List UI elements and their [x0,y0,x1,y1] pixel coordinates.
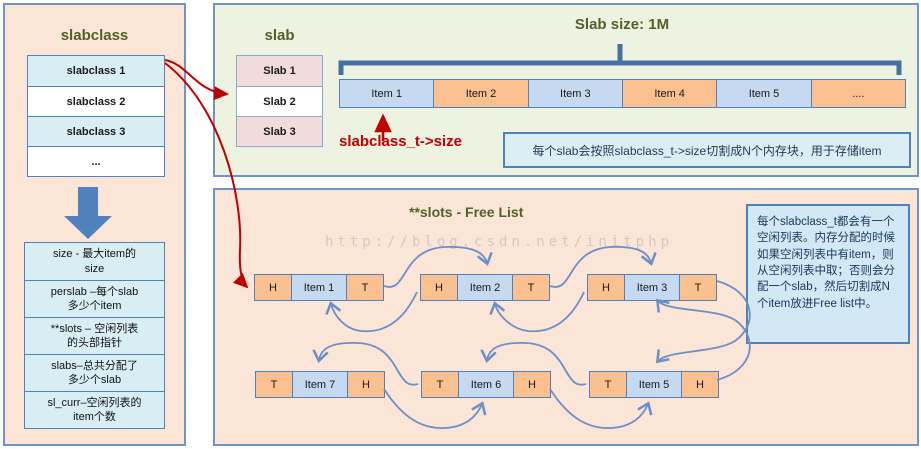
item-cell-5: Item 5 [716,79,812,108]
field-slots: **slots – 空闲列表 的头部指针 [25,317,164,354]
freelist-node-item7: T Item 7 H [255,371,385,398]
node-item1-label: Item 1 [291,274,347,301]
field-sl-curr: sl_curr–空闲列表的 item个数 [25,391,164,428]
node-item6-label: Item 6 [458,371,514,398]
slabclass-row-3: slabclass 3 [28,116,164,146]
slab-list: Slab 1 Slab 2 Slab 3 [236,55,323,147]
field-perslab-line2: 多少个item [67,300,122,312]
slabclass-panel: slabclass slabclass 1 slabclass 2 slabcl… [3,3,186,446]
item-cell-4: Item 4 [621,79,718,108]
node-item7-label: Item 7 [292,371,348,398]
field-perslab: perslab –每个slab 多少个item [25,280,164,317]
freelist-node-item6: T Item 6 H [421,371,551,398]
slab-row-1: Slab 1 [237,56,322,86]
slabclass-row-2: slabclass 2 [28,86,164,116]
node-item3-head: H [587,274,625,301]
slabclass-row-1: slabclass 1 [28,56,164,86]
item-cell-ellipsis: .... [810,79,906,108]
field-slabs-line1: slabs–总共分配了 [51,359,138,372]
slabclass-title: slabclass [60,27,129,44]
slab-row-2: Slab 2 [237,86,322,116]
field-slabs: slabs–总共分配了 多少个slab [25,354,164,391]
field-slots-line1: **slots – 空闲列表 [50,322,139,335]
field-size: size - 最大item的 size [25,243,164,280]
field-size-line1: size - 最大item的 [52,248,137,261]
node-item5-tail: T [589,371,627,398]
field-slots-line2: 的头部指针 [67,337,122,349]
node-item3-label: Item 3 [624,274,680,301]
freelist-info-box: 每个slabclass_t都会有一个空闲列表。内存分配的时候如果空闲列表中有it… [746,204,910,344]
field-size-line2: size [84,262,105,275]
field-sl-curr-line1: sl_curr–空闲列表的 [47,396,142,409]
slabclass-row-ellipsis: ... [28,146,164,176]
freelist-title: **slots - Free List [409,204,524,220]
watermark-text: http://blog.csdn.net/initphp [325,234,674,250]
slab-size-title: Slab size: 1M [574,16,670,33]
slab-note-box: 每个slab会按照slabclass_t->size切割成N个内存块，用于存储i… [503,132,911,168]
freelist-node-item5: T Item 5 H [589,371,719,398]
item-cell-2: Item 2 [433,79,529,108]
freelist-panel: **slots - Free List http://blog.csdn.net… [213,188,919,446]
field-perslab-line1: perslab –每个slab [50,285,139,298]
node-item3-tail: T [679,274,717,301]
slab-panel: slab Slab size: 1M Slab 1 Slab 2 Slab 3 … [213,3,919,177]
field-sl-curr-line2: item个数 [73,411,116,423]
item-cell-1: Item 1 [339,79,435,108]
node-item1-head: H [254,274,292,301]
freelist-node-item1: H Item 1 T [254,274,384,301]
node-item6-head: H [513,371,551,398]
node-item7-head: H [347,371,385,398]
node-item2-tail: T [512,274,550,301]
slab-title: slab [264,27,295,44]
slabclass-field-table: size - 最大item的 size perslab –每个slab 多少个i… [24,242,165,429]
node-item6-tail: T [421,371,459,398]
slab-row-3: Slab 3 [237,116,322,146]
node-item1-tail: T [346,274,384,301]
node-item2-label: Item 2 [457,274,513,301]
freelist-node-item2: H Item 2 T [420,274,550,301]
slabclass-size-pointer-label: slabclass_t->size [339,133,462,150]
field-slabs-line2: 多少个slab [67,374,122,386]
item-cell-3: Item 3 [527,79,623,108]
node-item2-head: H [420,274,458,301]
freelist-node-item3: H Item 3 T [587,274,717,301]
node-item5-head: H [681,371,719,398]
slabclass-list: slabclass 1 slabclass 2 slabclass 3 ... [27,55,165,177]
slab-items-row: Item 1 Item 2 Item 3 Item 4 Item 5 .... [339,79,906,108]
node-item5-label: Item 5 [626,371,682,398]
node-item7-tail: T [255,371,293,398]
